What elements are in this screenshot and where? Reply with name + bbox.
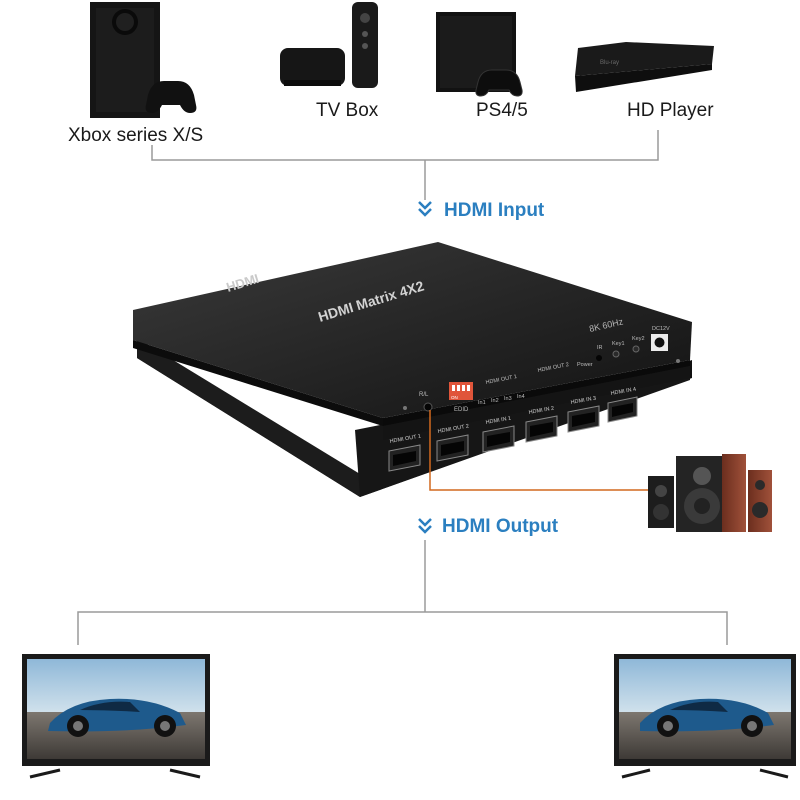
source-label-hd-player: HD Player xyxy=(627,100,714,121)
source-label-ps: PS4/5 xyxy=(476,100,528,121)
hdmi-port-out2[interactable] xyxy=(436,434,469,462)
port-label-out2: HDMI OUT 2 xyxy=(437,424,469,435)
label-dip-on: ON xyxy=(451,395,458,400)
svg-text:Blu-ray: Blu-ray xyxy=(600,60,619,66)
label-ir: IR xyxy=(597,345,603,351)
source-label-xbox: Xbox series X/S xyxy=(68,125,204,146)
label-in2: In2 xyxy=(491,398,499,404)
label-rl: R/L xyxy=(419,392,429,398)
hdmi-port-in4[interactable] xyxy=(607,396,638,423)
label-edid: EDID xyxy=(454,407,469,413)
screw xyxy=(403,406,407,410)
screw xyxy=(676,359,680,363)
port-label-in4: HDMI IN 4 xyxy=(610,387,636,397)
label-dc: DC12V xyxy=(652,326,670,332)
hd-player-icon: Blu-ray xyxy=(575,42,714,92)
label-in4: In4 xyxy=(517,394,525,400)
ps-console-icon xyxy=(436,12,523,97)
key1-button[interactable] xyxy=(612,350,620,358)
hdmi-port-out1[interactable] xyxy=(388,444,421,472)
hdmi-output-label: HDMI Output xyxy=(442,516,559,537)
input-connector-lines xyxy=(151,130,659,200)
label-key1: Key1 xyxy=(612,341,625,347)
source-label-tv-box: TV Box xyxy=(316,100,379,121)
port-label-in2: HDMI IN 2 xyxy=(528,406,554,416)
tv-right-icon xyxy=(614,654,796,779)
audio-cable-line xyxy=(429,410,650,491)
label-in1: In1 xyxy=(478,400,486,406)
hdmi-matrix-device: HDMI HDMI Matrix 4X2 8K 60Hz R/L EDID HD… xyxy=(133,242,692,497)
key2-button[interactable] xyxy=(632,345,640,353)
hdmi-input-label: HDMI Input xyxy=(444,200,545,221)
audio-jack[interactable] xyxy=(423,402,433,412)
speakers-icon xyxy=(648,454,772,532)
output-chevron-icon xyxy=(418,518,432,534)
output-connector-lines xyxy=(77,540,728,645)
tv-left-icon xyxy=(22,654,210,779)
xbox-series-console-icon xyxy=(90,2,197,118)
port-label-out1: HDMI OUT 1 xyxy=(389,434,421,445)
label-key2: Key2 xyxy=(632,336,645,342)
port-label-in3: HDMI IN 3 xyxy=(570,396,596,406)
hdmi-port-in1[interactable] xyxy=(482,425,515,453)
hdmi-port-in2[interactable] xyxy=(525,415,558,443)
label-in3: In3 xyxy=(504,396,512,402)
ir-receiver xyxy=(596,355,602,361)
hdmi-port-in3[interactable] xyxy=(567,405,600,433)
edid-dip-switch[interactable] xyxy=(449,382,473,400)
port-label-in1: HDMI IN 1 xyxy=(485,416,511,426)
tv-box-icon xyxy=(280,2,378,88)
label-hdmi-out1-group: HDMI OUT 1 xyxy=(485,374,517,386)
label-power: Power xyxy=(577,362,593,368)
input-chevron-icon xyxy=(418,201,432,217)
label-hdmi-out2-group: HDMI OUT 2 xyxy=(537,362,569,374)
